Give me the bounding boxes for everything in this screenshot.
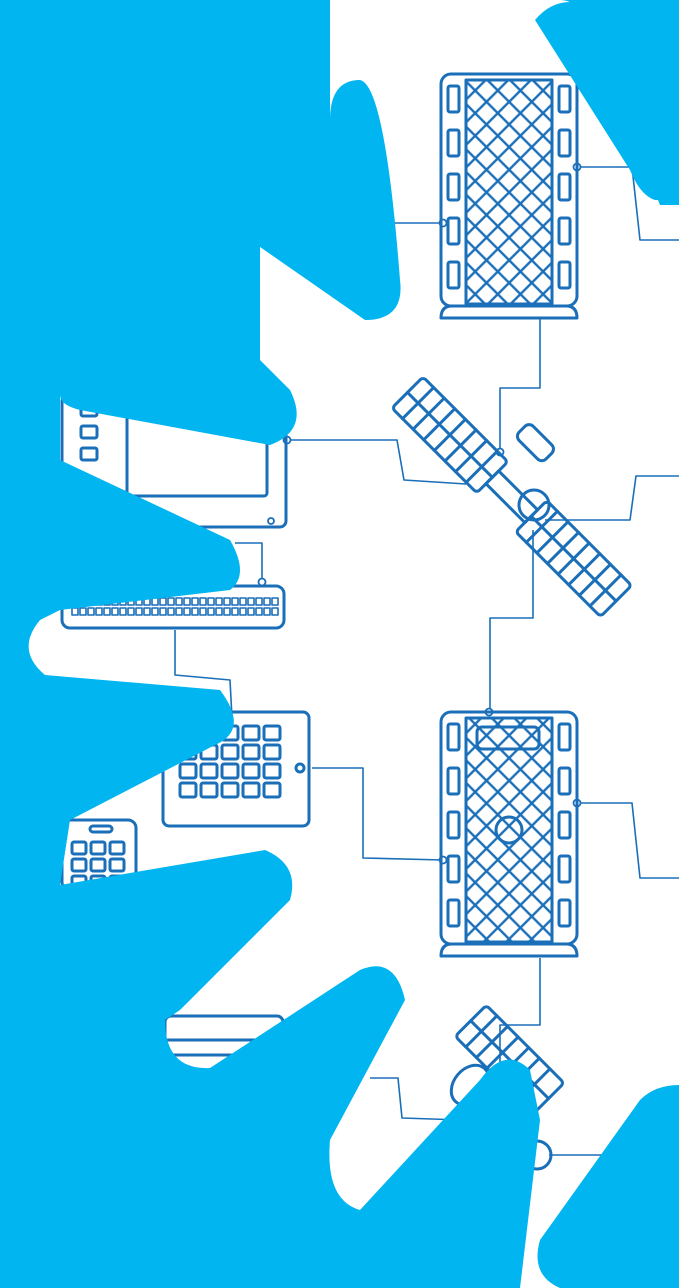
network-illustration — [0, 0, 679, 1288]
illustration-canvas — [0, 0, 679, 1288]
